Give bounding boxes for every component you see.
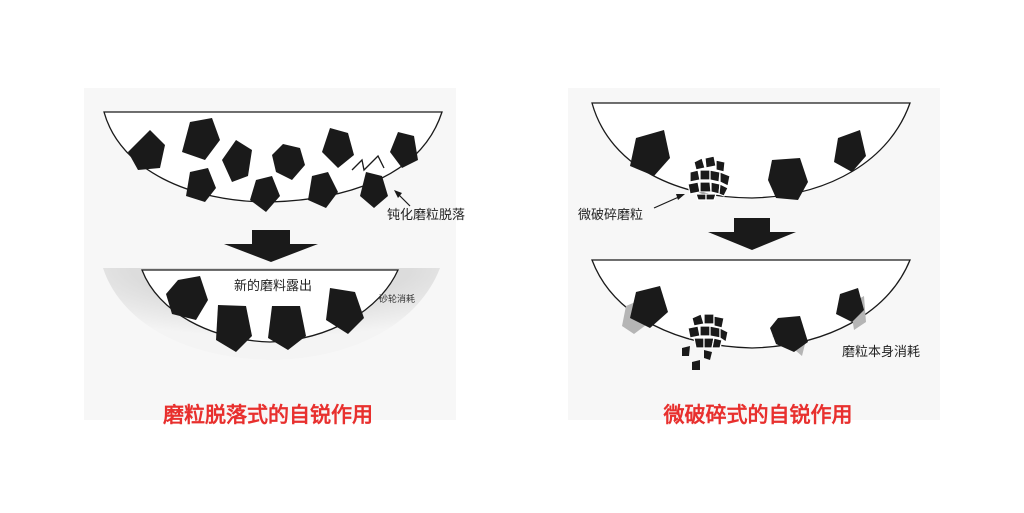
right-micro-arrow <box>653 194 685 209</box>
grain <box>128 130 165 170</box>
left-blunt-arrow <box>394 190 411 207</box>
grain <box>322 128 354 168</box>
right-falling-fragments <box>682 346 712 370</box>
grain <box>326 288 364 334</box>
grain <box>250 176 280 212</box>
right-bottom-micro-cluster <box>687 313 729 349</box>
grain <box>768 158 808 200</box>
grain <box>272 144 305 180</box>
grain <box>308 172 338 208</box>
label-blunt-grain-drop: 钝化磨粒脱落 <box>387 208 465 223</box>
grain <box>390 132 418 168</box>
label-micro-fractured-grain: 微破碎磨粒 <box>578 208 643 223</box>
right-bottom-grains <box>630 286 864 352</box>
grain <box>222 140 252 182</box>
right-bottom-bowl <box>591 259 911 349</box>
grain <box>186 168 216 202</box>
label-grain-self-consumption: 磨粒本身消耗 <box>842 344 920 360</box>
right-top-micro-cluster <box>687 155 731 201</box>
grain <box>834 130 866 172</box>
grain <box>182 118 220 160</box>
grain <box>268 306 306 350</box>
right-title: 微破碎式的自锐作用 <box>663 403 853 427</box>
grain <box>166 276 208 320</box>
left-bottom-grains <box>166 276 364 352</box>
grain <box>360 172 388 208</box>
grain <box>630 286 668 328</box>
grain <box>770 316 808 352</box>
right-top-bowl <box>591 102 911 199</box>
left-down-arrow <box>224 230 318 262</box>
grain <box>216 305 252 352</box>
left-title: 磨粒脱落式的自锐作用 <box>163 403 373 427</box>
right-down-arrow <box>708 218 796 250</box>
label-new-grain-exposed: 新的磨料露出 <box>234 278 312 294</box>
right-top-grains <box>630 130 866 200</box>
grain <box>836 288 864 322</box>
left-top-grains <box>128 118 418 212</box>
grain <box>630 130 670 176</box>
label-wheel-consumption: 砂轮消耗 <box>379 293 415 305</box>
